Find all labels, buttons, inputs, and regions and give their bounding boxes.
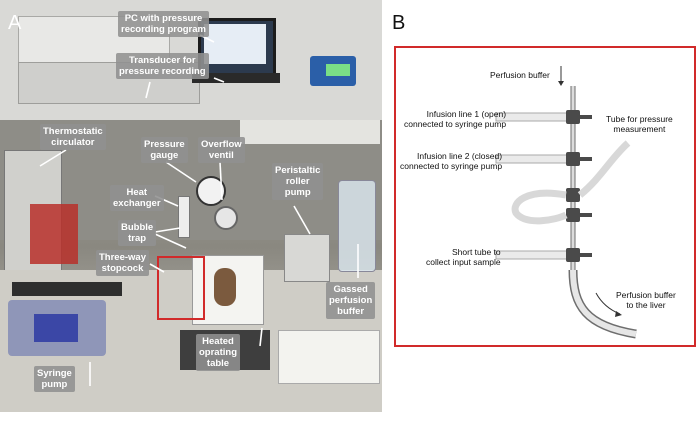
pressure-tube <box>577 140 631 198</box>
infusion-line-1-label: Infusion line 1 (open) connected to syri… <box>404 109 507 129</box>
bubble-trap <box>178 196 190 238</box>
infusion-line-2-label: Infusion line 2 (closed) connected to sy… <box>400 151 503 171</box>
overflow-ventil-label: Overflow ventil <box>198 137 245 163</box>
panel-a-letter: A <box>8 12 22 34</box>
stopcock-highlight <box>157 256 205 320</box>
instrument-tray <box>278 330 380 384</box>
pump-rail <box>12 282 122 296</box>
circulator-tank <box>30 204 78 264</box>
gassed-buffer-label: Gassed perfusion buffer <box>326 282 376 319</box>
stopcocks <box>566 110 592 262</box>
perfusion-buffer-in-label: Perfusion buffer <box>490 70 550 80</box>
syringe-pump-label: Syringe pump <box>34 366 75 392</box>
tubing-drawing <box>495 66 637 339</box>
pc-screen <box>204 24 266 64</box>
short-tube <box>495 250 569 260</box>
operating-table-label: Heated oprating table <box>196 334 240 371</box>
transducer-label: Transducer for pressure recording <box>116 53 209 79</box>
tube-pressure-label: Tube for pressure measurement <box>606 114 673 134</box>
infusion-line-1 <box>495 112 569 122</box>
peristaltic-pump-label: Peristaltic roller pump <box>272 163 324 200</box>
overflow-valve <box>214 206 238 230</box>
thermostatic-circulator-label: Thermostatic circulator <box>40 124 106 150</box>
pc-label: PC with pressure recording program <box>118 11 209 37</box>
perfusion-diagram: Perfusion buffer Infusion line 1 (open) … <box>394 46 696 347</box>
panel-b-letter: B <box>392 12 406 34</box>
wall-sockets <box>240 120 380 144</box>
gassed-buffer-bottle <box>338 180 376 272</box>
short-tube-label: Short tube to collect input sample <box>426 247 501 267</box>
perfusion-buffer-out-label: Perfusion buffer to the liver <box>616 290 676 310</box>
peristaltic-pump-body <box>284 234 330 282</box>
pressure-gauge-label: Pressure gauge <box>141 137 188 163</box>
laptop-base <box>192 73 280 83</box>
infusion-line-2 <box>495 154 569 164</box>
bubble-trap-label: Bubble trap <box>118 220 157 246</box>
setup-photo: A PC with pressure recording program Tra… <box>0 0 382 412</box>
heat-exchanger-label: Heat exchanger <box>110 185 164 211</box>
mouse <box>214 268 236 306</box>
annotation-arrows <box>0 0 382 412</box>
pressure-tube-loop <box>511 189 568 225</box>
syringe-pump-screen <box>34 314 78 342</box>
transducer-display <box>326 64 350 76</box>
stopcock-label: Three-way stopcock <box>96 250 149 276</box>
